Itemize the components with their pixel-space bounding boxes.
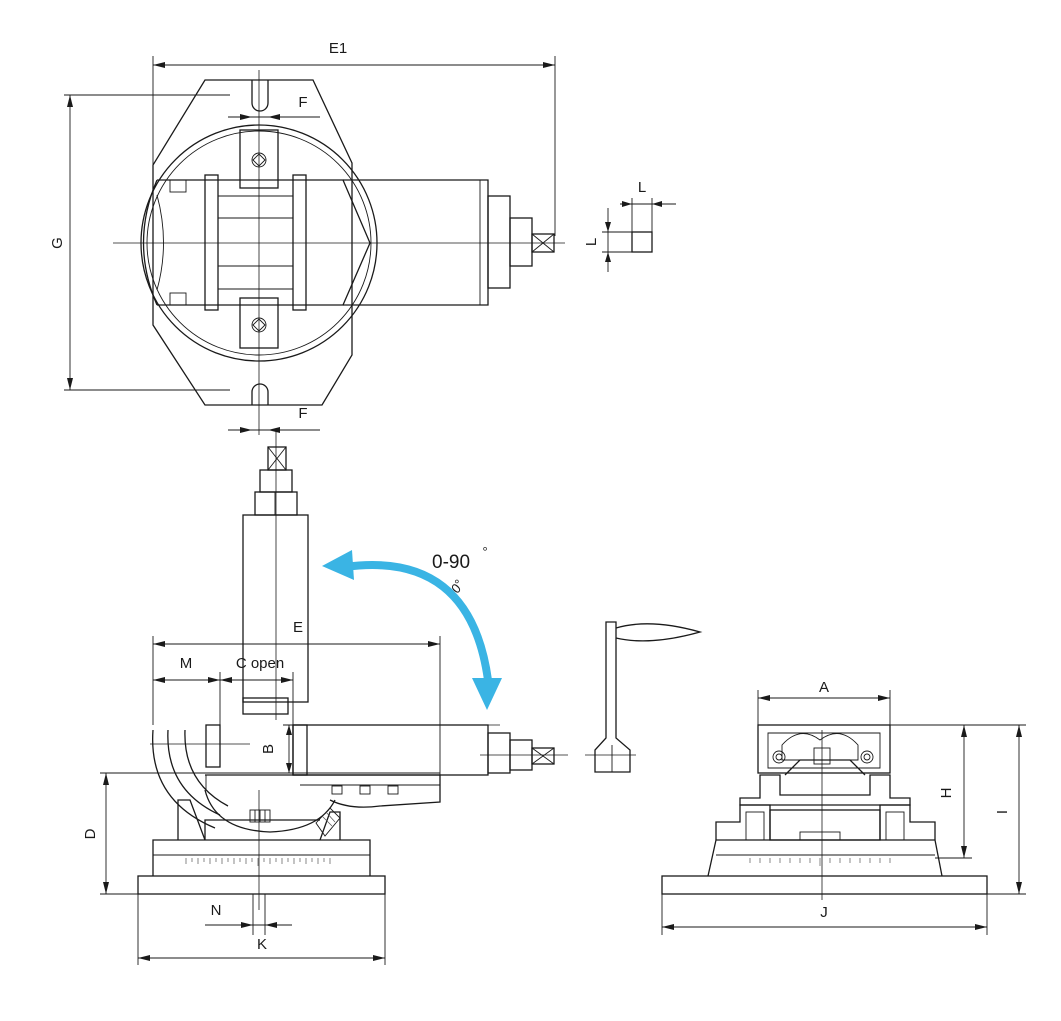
- dim-label-j: J: [820, 904, 828, 921]
- dim-label-k: K: [257, 936, 267, 953]
- dim-label-c-open: C open: [236, 655, 284, 672]
- top-view: E1 G F F L L: [49, 40, 676, 435]
- dim-label-n: N: [211, 902, 222, 919]
- dim-label-h: H: [938, 788, 955, 799]
- dim-label-b: B: [260, 744, 277, 754]
- dim-label-d: D: [82, 828, 99, 839]
- dim-label-f-top: F: [298, 94, 307, 111]
- dim-label-a: A: [819, 679, 829, 696]
- tilt-range-label: 0-90: [432, 552, 470, 573]
- tilt-arrow-head-up: [322, 550, 354, 580]
- tilt-degree-symbol: °: [482, 544, 487, 559]
- dim-label-l-h: L: [638, 179, 646, 196]
- side-view: E M C open B D N K: [82, 430, 703, 965]
- front-view: A H I J: [661, 679, 1026, 935]
- dim-label-l-v: L: [583, 238, 600, 246]
- tilt-arrow: [322, 550, 502, 710]
- tilt-arrow-arc: [344, 561, 492, 681]
- base-scale: [185, 858, 331, 866]
- tilt-arrow-head-down: [472, 678, 502, 710]
- dim-label-f-bottom: F: [298, 405, 307, 422]
- dim-label-m: M: [180, 655, 193, 672]
- dim-label-g: G: [49, 237, 66, 249]
- dim-label-e: E: [293, 619, 303, 636]
- dim-label-i: I: [994, 810, 1011, 814]
- dim-label-e1: E1: [329, 40, 347, 57]
- front-base-scale: [749, 858, 891, 866]
